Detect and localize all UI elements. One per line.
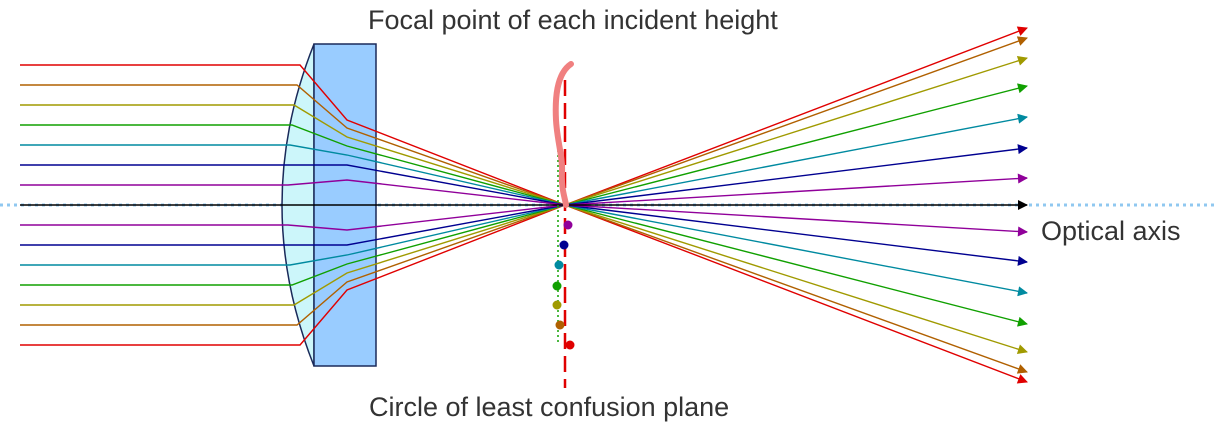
focal-point-dot [552,281,562,291]
optical-axis-label: Optical axis [1041,216,1181,246]
incident-ray [20,204,566,326]
exiting-ray [564,26,1028,206]
rays-layer [20,26,1028,384]
incident-ray [20,204,566,346]
focal-point-dot [559,240,569,250]
caustic-curve [552,61,574,208]
exiting-ray [564,204,1028,237]
incident-ray [20,124,566,206]
caustic-layer [552,61,575,350]
incident-ray [20,164,566,206]
incident-ray [20,179,566,206]
exiting-ray [564,204,1028,384]
circle-of-least-confusion-label: Circle of least confusion plane [369,392,730,422]
confusion-plane-layer [557,80,567,388]
focal-point-dot [563,220,573,230]
focal-point-label: Focal point of each incident height [368,5,778,35]
incident-ray [20,144,566,206]
focal-point-dot [554,260,564,270]
incident-ray [20,204,566,306]
exiting-ray [564,204,1028,297]
exiting-ray [564,204,1028,327]
exiting-ray [564,204,1028,266]
exiting-ray [564,36,1028,206]
exiting-ray [564,173,1028,206]
incident-ray [20,64,566,206]
exiting-ray [564,113,1028,206]
incident-ray [20,204,566,246]
focal-point-dot [552,300,562,310]
exiting-ray [564,144,1028,206]
incident-ray [20,84,566,206]
exiting-ray [564,83,1028,206]
incident-ray [20,204,566,231]
incident-ray [20,204,566,266]
incident-ray [20,104,566,206]
exiting-ray [564,204,1028,355]
exiting-ray [564,55,1028,206]
exiting-ray [564,204,1028,374]
focal-point-dot [565,340,575,350]
focal-point-dot [555,320,565,330]
incident-ray [20,204,566,286]
